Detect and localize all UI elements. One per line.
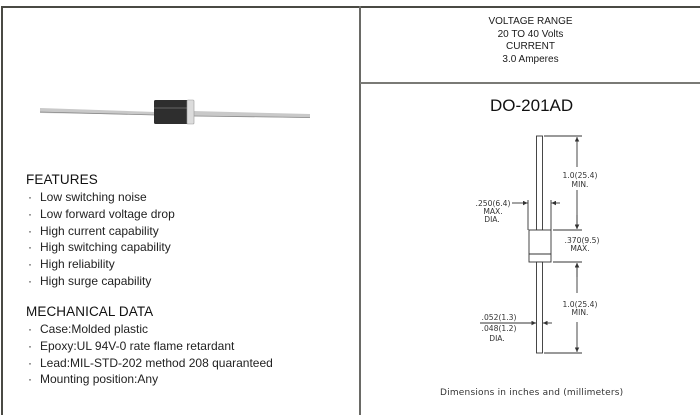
mechanical-data-list: · Case:Molded plastic · Epoxy:UL 94V-0 rat… xyxy=(26,321,273,388)
dim-body-diameter-dia: DIA. xyxy=(484,215,500,224)
dim-lead-length-bottom-note: MIN. xyxy=(572,308,589,317)
feature-item: · High switching capability xyxy=(26,239,175,256)
diode-photo xyxy=(39,99,311,125)
frame-left-border xyxy=(1,6,3,415)
feature-text: Low switching noise xyxy=(40,190,147,204)
spec-divider xyxy=(360,82,700,84)
mechanical-text: Epoxy:UL 94V-0 rate flame retardant xyxy=(40,338,235,353)
diode-photo-lead-right xyxy=(192,111,311,118)
bullet-icon: · xyxy=(28,223,32,238)
mechanical-item: · Case:Molded plastic xyxy=(26,321,273,338)
mechanical-item: · Epoxy:UL 94V-0 rate flame retardant xyxy=(26,338,273,355)
feature-item: · High current capability xyxy=(26,223,175,240)
bullet-icon: · xyxy=(28,372,32,387)
bullet-icon: · xyxy=(28,273,32,288)
dim-lead-length-top-note: MIN. xyxy=(572,180,589,189)
dim-body-diameter-note: MAX. xyxy=(483,207,502,216)
rating-summary: VOLTAGE RANGE 20 TO 40 Volts CURRENT 3.0… xyxy=(361,16,700,66)
mechanical-item: · Mounting position:Any xyxy=(26,371,273,388)
feature-text: High reliability xyxy=(40,257,115,272)
mechanical-text: Mounting position:Any xyxy=(40,372,159,387)
voltage-range-label: VOLTAGE RANGE xyxy=(488,16,573,27)
mechanical-text: Case:Molded plastic xyxy=(40,322,149,336)
features-title: FEATURES xyxy=(26,172,98,187)
mechanical-item: · Lead:MIL-STD-202 method 208 quaranteed xyxy=(26,355,273,372)
dim-lead-diameter-min: .048(1.2) xyxy=(482,324,517,333)
lead-bottom xyxy=(536,261,543,354)
feature-text: Low forward voltage drop xyxy=(40,206,175,221)
dim-lead-length-bottom: 1.0(25.4) xyxy=(563,300,598,309)
frame-center-divider xyxy=(359,6,361,415)
mechanical-text: Lead:MIL-STD-202 method 208 quaranteed xyxy=(40,355,273,370)
bullet-icon: · xyxy=(28,190,32,204)
dim-body-length-note: MAX. xyxy=(570,244,589,253)
dim-body-length: .370(9.5) xyxy=(565,236,600,245)
diode-photo-body-sheen xyxy=(154,107,188,109)
features-list: · Low switching noise · Low forward voltag… xyxy=(26,189,175,290)
lead-top xyxy=(536,135,543,231)
dim-body-diameter: .250(6.4) xyxy=(476,199,511,208)
package-name: DO-201AD xyxy=(490,96,574,115)
dim-lead-length-top: 1.0(25.4) xyxy=(563,171,598,180)
diode-photo-body xyxy=(154,100,188,124)
feature-item: · Low forward voltage drop xyxy=(26,206,175,223)
current-value: 3.0 Amperes xyxy=(502,53,559,65)
feature-text: High switching capability xyxy=(40,240,171,255)
feature-text: High current capability xyxy=(40,223,159,238)
bullet-icon: · xyxy=(28,338,32,353)
dimensions-caption: Dimensions in inches and (millimeters) xyxy=(440,388,624,398)
dim-lead-diameter-dia: DIA. xyxy=(489,334,505,343)
mechanical-data-title: MECHANICAL DATA xyxy=(26,304,154,319)
bullet-icon: · xyxy=(28,206,32,221)
bullet-icon: · xyxy=(28,322,32,336)
feature-text: High surge capability xyxy=(40,273,152,288)
feature-item: · Low switching noise xyxy=(26,189,175,206)
feature-item: · High surge capability xyxy=(26,273,175,290)
feature-item: · High reliability xyxy=(26,256,175,273)
frame-top-border xyxy=(1,6,700,8)
dim-lead-diameter-max: .052(1.3) xyxy=(482,313,517,322)
bullet-icon: · xyxy=(28,240,32,255)
bullet-icon: · xyxy=(28,355,32,370)
diode-body-outline xyxy=(528,229,552,263)
current-label: CURRENT xyxy=(506,41,555,52)
diode-photo-lead-left xyxy=(39,108,156,116)
voltage-range-value: 20 TO 40 Volts xyxy=(497,28,564,40)
diode-photo-cathode-band xyxy=(186,99,195,125)
bullet-icon: · xyxy=(28,257,32,272)
